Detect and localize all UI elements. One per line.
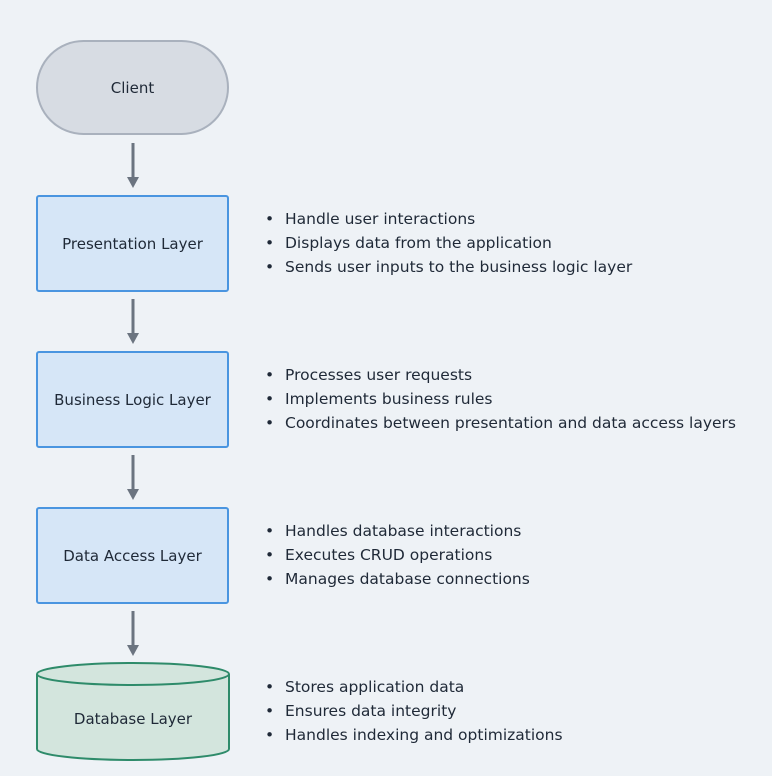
list-item: •Handles database interactions	[262, 519, 530, 543]
list-item: •Displays data from the application	[262, 231, 632, 255]
arrow-down-icon	[124, 143, 142, 189]
database-layer-label: Database Layer	[73, 710, 193, 728]
business-logic-layer-node: Business Logic Layer	[36, 351, 229, 448]
data-access-layer-label: Data Access Layer	[63, 546, 202, 565]
bullet-icon: •	[265, 522, 275, 540]
bullet-icon: •	[265, 210, 275, 228]
bullet-icon: •	[265, 546, 275, 564]
arrow-down-icon	[124, 299, 142, 345]
list-item: •Handles indexing and optimizations	[262, 723, 563, 747]
business-logic-layer-description: •Processes user requests •Implements bus…	[262, 363, 736, 435]
database-layer-description: •Stores application data •Ensures data i…	[262, 675, 563, 747]
list-item: •Processes user requests	[262, 363, 736, 387]
data-access-layer-node: Data Access Layer	[36, 507, 229, 604]
bullet-icon: •	[265, 234, 275, 252]
list-item: •Coordinates between presentation and da…	[262, 411, 736, 435]
bullet-icon: •	[265, 702, 275, 720]
presentation-layer-label: Presentation Layer	[62, 234, 203, 253]
client-node: Client	[36, 40, 229, 135]
database-cylinder-icon	[36, 662, 230, 761]
bullet-icon: •	[265, 726, 275, 744]
database-layer-node: Database Layer	[35, 661, 231, 762]
list-item: •Handle user interactions	[262, 207, 632, 231]
bullet-icon: •	[265, 414, 275, 432]
bullet-icon: •	[265, 678, 275, 696]
presentation-layer-node: Presentation Layer	[36, 195, 229, 292]
bullet-icon: •	[265, 390, 275, 408]
arrow-down-icon	[124, 611, 142, 657]
data-access-layer-description: •Handles database interactions •Executes…	[262, 519, 530, 591]
presentation-layer-description: •Handle user interactions •Displays data…	[262, 207, 632, 279]
arrow-down-icon	[124, 455, 142, 501]
list-item: •Ensures data integrity	[262, 699, 563, 723]
business-logic-layer-label: Business Logic Layer	[54, 390, 211, 409]
list-item: •Manages database connections	[262, 567, 530, 591]
bullet-icon: •	[265, 366, 275, 384]
list-item: •Stores application data	[262, 675, 563, 699]
list-item: •Sends user inputs to the business logic…	[262, 255, 632, 279]
bullet-icon: •	[265, 258, 275, 276]
client-label: Client	[110, 78, 155, 97]
list-item: •Implements business rules	[262, 387, 736, 411]
list-item: •Executes CRUD operations	[262, 543, 530, 567]
bullet-icon: •	[265, 570, 275, 588]
